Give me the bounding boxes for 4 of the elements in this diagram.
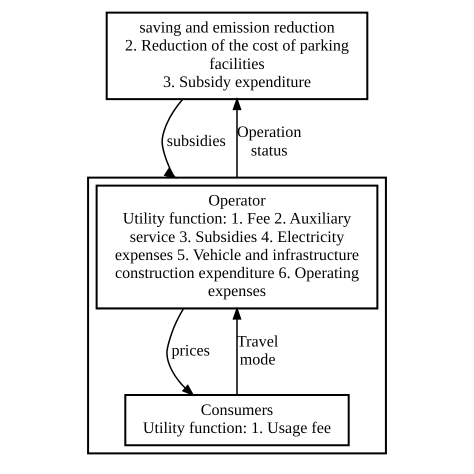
edge-label: prices <box>171 342 210 360</box>
edge-label: Travel mode <box>236 333 278 369</box>
edge-label: Operation status <box>237 124 302 160</box>
edge-label: subsidies <box>166 133 226 150</box>
